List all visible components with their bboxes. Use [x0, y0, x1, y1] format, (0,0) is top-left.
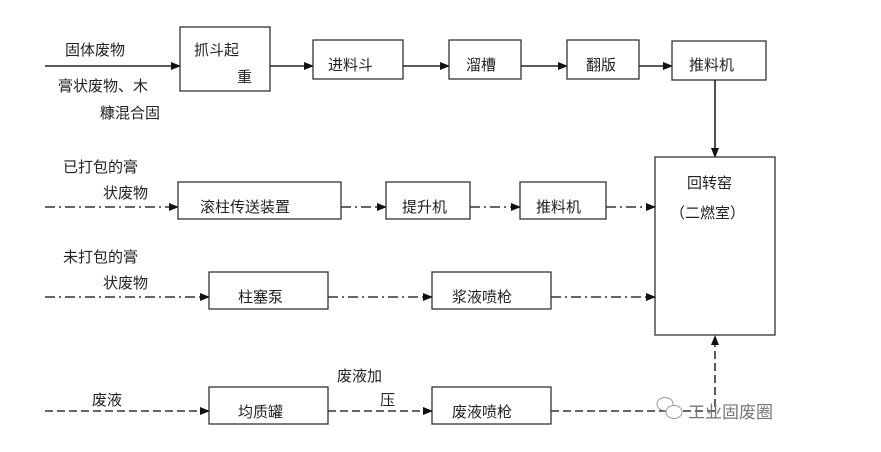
chute-text: 溜槽: [466, 56, 496, 74]
label-unpacked-1: 未打包的膏: [63, 248, 138, 266]
pusher-1-text: 推料机: [689, 56, 734, 74]
box-roller-conveyor: [177, 181, 342, 220]
slurry-gun-text: 浆液喷枪: [452, 288, 512, 306]
liquid-gun-text: 废液喷枪: [452, 403, 512, 421]
roller-conveyor-text: 滚柱传送装置: [200, 198, 290, 216]
label-packed-1: 已打包的膏: [63, 158, 138, 176]
box-flap: [566, 39, 640, 80]
box-feed-hopper: [312, 39, 404, 80]
label-unpacked-2: 状废物: [103, 274, 148, 292]
homogenizer-text: 均质罐: [238, 403, 283, 421]
arrow-liquid-kiln: [551, 335, 719, 412]
label-packed-2: 状废物: [103, 184, 148, 202]
box-plunger-pump: [208, 271, 329, 310]
label-waste-liquid: 废液: [92, 391, 122, 409]
watermark-text: 工业固废圈: [688, 403, 773, 423]
box-chute: [448, 39, 522, 80]
pusher-2-text: 推料机: [536, 198, 581, 216]
grab-crane-text-1: 抓斗起: [194, 41, 239, 59]
label-paste-mixed-2: 糠混合固: [100, 104, 160, 122]
feed-hopper-text: 进料斗: [328, 56, 373, 74]
label-solid-waste: 固体废物: [65, 41, 125, 59]
box-liquid-gun: [431, 386, 552, 425]
box-homogenizer-tank: [208, 386, 329, 425]
kiln-text-2: （二燃室）: [670, 204, 745, 222]
box-elevator: [385, 181, 471, 220]
label-pressurize-1: 废液加: [337, 367, 382, 385]
kiln-text-1: 回转窑: [687, 174, 732, 192]
box-pusher-1: [671, 40, 767, 81]
elevator-text: 提升机: [402, 198, 447, 216]
label-paste-mixed-1: 膏状废物、木: [58, 77, 148, 95]
wechat-icon: [656, 397, 683, 419]
box-slurry-gun: [431, 271, 552, 310]
box-grab-crane: [179, 26, 271, 92]
box-pusher-2: [519, 181, 607, 220]
plunger-pump-text: 柱塞泵: [238, 288, 283, 306]
flap-text: 翻版: [586, 56, 616, 74]
label-pressurize-2: 压: [380, 391, 395, 409]
box-rotary-kiln: [654, 156, 776, 336]
grab-crane-text-2: 重: [237, 68, 252, 86]
